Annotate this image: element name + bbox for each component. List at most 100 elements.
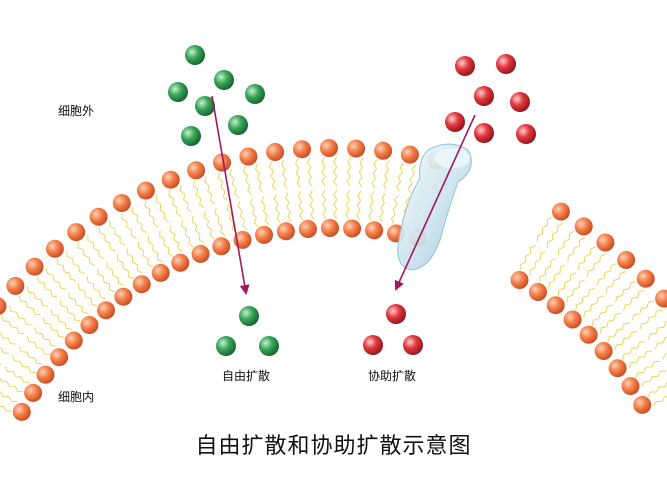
lipid-tail <box>321 156 326 187</box>
lipid-tail <box>662 353 667 360</box>
phospholipid-head <box>25 257 44 276</box>
phospholipid-head <box>255 225 273 244</box>
phospholipid-head <box>636 269 655 288</box>
phospholipid-head <box>239 147 258 166</box>
phospholipid-head <box>529 283 547 301</box>
facilitated-diffusion-label: 协助扩散 <box>368 369 417 383</box>
free-diffusion-molecules-inside <box>216 306 279 356</box>
lipid-tail <box>254 163 264 193</box>
lipid-tail <box>599 312 621 334</box>
red-molecule <box>445 112 465 132</box>
lipid-tail <box>557 272 577 296</box>
green-molecule <box>185 45 205 65</box>
lipid-tail <box>106 261 124 286</box>
lipid-tail <box>273 194 282 224</box>
lipid-tail <box>203 211 215 240</box>
lipid-tail <box>77 242 96 266</box>
phospholipid-head <box>633 395 652 414</box>
lipid-tail <box>243 166 252 195</box>
lipid-tail <box>368 191 375 222</box>
phospholipid-head <box>510 271 529 289</box>
lipid-tail <box>0 391 18 403</box>
lipid-tail <box>4 366 30 383</box>
lipid-tail <box>192 180 205 209</box>
lipid-tail <box>297 191 304 221</box>
facilitated-diffusion-molecules-inside <box>363 304 423 355</box>
channel-protein <box>397 143 472 271</box>
phospholipid-head <box>97 301 115 320</box>
facilitated-diffusion-arrow <box>394 114 476 291</box>
phospholipid-head <box>400 145 419 164</box>
phospholipid-head <box>171 253 190 272</box>
lipid-tail <box>539 257 557 283</box>
lipid-tail <box>333 189 338 220</box>
lipid-tail <box>647 381 667 398</box>
phospholipid-head <box>365 221 384 240</box>
lipid-tail <box>529 250 546 276</box>
green-molecule <box>239 306 259 326</box>
phospholipid-head <box>161 170 180 189</box>
lipid-tail <box>36 276 58 298</box>
phospholipid-head <box>617 251 636 269</box>
lipid-tails <box>0 156 667 412</box>
lipid-tail <box>261 196 270 226</box>
phospholipid-head <box>655 289 667 308</box>
phospholipid-head <box>112 194 131 212</box>
lipid-tail <box>371 158 378 189</box>
phospholipid-head <box>0 297 7 315</box>
lipid-tail <box>66 250 85 274</box>
lipid-tail <box>179 185 192 213</box>
phospholipid-head <box>132 275 151 294</box>
phospholipid-head <box>136 181 155 200</box>
lipid-tail <box>309 190 315 220</box>
red-molecule <box>386 304 406 324</box>
lipid-tail <box>0 363 2 365</box>
lipid-tail <box>321 189 327 220</box>
lipid-tail <box>294 158 301 188</box>
lipid-tail <box>217 172 228 201</box>
phospholipid-head <box>114 287 133 306</box>
lipid-tail <box>284 192 292 222</box>
phospholipid-head <box>6 276 25 295</box>
phospholipid-head <box>24 383 43 402</box>
lipid-tail <box>333 156 338 187</box>
phospholipid-head <box>343 219 362 238</box>
lipid-tail <box>132 207 147 234</box>
lipid-tail <box>635 361 660 379</box>
lipid-tail <box>407 164 417 194</box>
lipid-tail <box>396 162 405 192</box>
lipid-tail <box>390 195 399 225</box>
lipid-tail <box>0 347 10 354</box>
free-diffusion-arrow <box>211 95 250 295</box>
phospholipid-head <box>64 331 83 350</box>
lipid-tail <box>520 244 536 271</box>
lipid-tail <box>214 207 226 236</box>
phospholipid-head <box>213 153 231 172</box>
lipid-tail <box>567 237 585 262</box>
phospholipid-head <box>266 143 285 161</box>
lipid-tail <box>229 169 240 198</box>
lipid-tail <box>583 295 604 318</box>
lipid-tail <box>623 290 645 311</box>
lipid-tail <box>204 176 216 205</box>
lipid-tail <box>587 253 606 277</box>
phospholipid-head <box>596 233 615 252</box>
phospholipid-head <box>321 219 339 237</box>
phospholipid-head <box>608 359 627 378</box>
phospholipid-head <box>579 325 598 344</box>
lipid-tail <box>597 263 617 286</box>
red-molecule <box>510 92 530 112</box>
phospholipid-head <box>594 342 613 360</box>
phospholipid-head <box>563 310 582 329</box>
lipid-tail <box>628 350 653 369</box>
lipid-tail <box>11 355 37 373</box>
phospholipid-head <box>89 207 108 226</box>
phospholipid-head <box>293 140 311 159</box>
lipid-tail <box>575 287 596 311</box>
lipid-tail <box>121 213 137 239</box>
green-molecule <box>245 84 265 104</box>
phospholipid-head <box>36 365 55 384</box>
lipid-tail <box>50 309 73 330</box>
phospholipid-head <box>151 263 170 282</box>
